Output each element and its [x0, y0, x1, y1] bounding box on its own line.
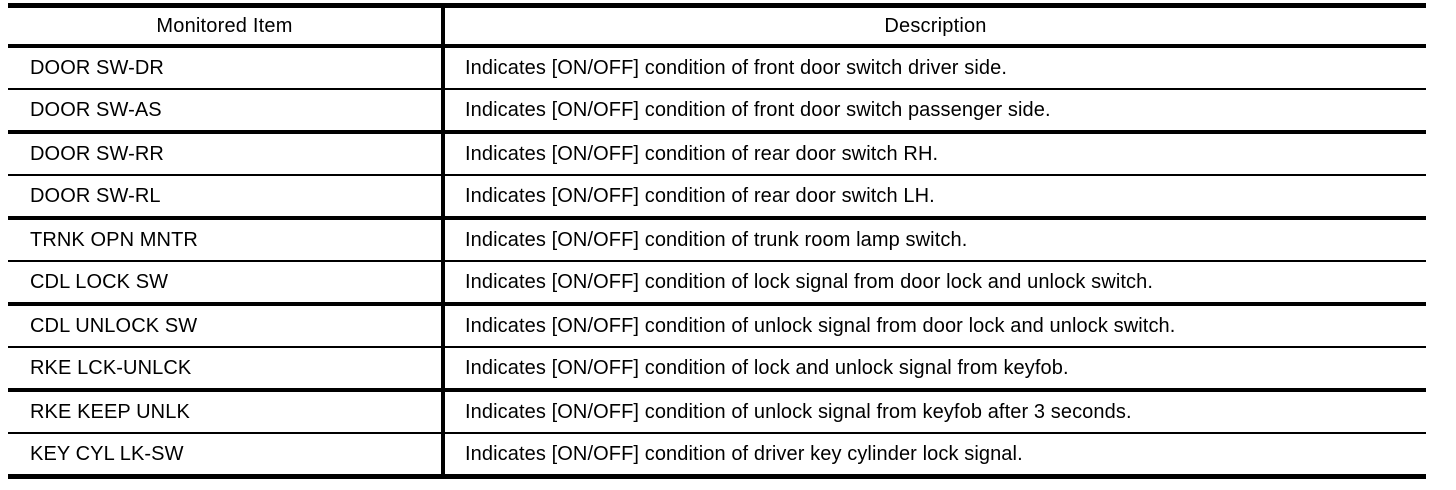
cell-description: Indicates [ON/OFF] condition of unlock s… — [443, 390, 1426, 434]
cell-monitored-item: CDL LOCK SW — [8, 261, 445, 306]
column-header-monitored-item: Monitored Item — [8, 3, 445, 48]
cell-description: Indicates [ON/OFF] condition of lock sig… — [443, 261, 1426, 306]
cell-monitored-item: RKE LCK-UNLCK — [8, 347, 445, 392]
cell-monitored-item: CDL UNLOCK SW — [8, 304, 445, 348]
column-header-description: Description — [443, 3, 1426, 48]
cell-monitored-item: KEY CYL LK-SW — [8, 433, 445, 479]
cell-monitored-item: RKE KEEP UNLK — [8, 390, 445, 434]
cell-description: Indicates [ON/OFF] condition of front do… — [443, 46, 1426, 90]
cell-description: Indicates [ON/OFF] condition of trunk ro… — [443, 218, 1426, 262]
cell-description: Indicates [ON/OFF] condition of rear doo… — [443, 132, 1426, 176]
cell-monitored-item: TRNK OPN MNTR — [8, 218, 445, 262]
cell-monitored-item: DOOR SW-DR — [8, 46, 445, 90]
table-header-row: Monitored Item Description — [8, 3, 1426, 48]
cell-description: Indicates [ON/OFF] condition of front do… — [443, 89, 1426, 134]
cell-description: Indicates [ON/OFF] condition of unlock s… — [443, 304, 1426, 348]
cell-monitored-item: DOOR SW-RL — [8, 175, 445, 220]
cell-description: Indicates [ON/OFF] condition of lock and… — [443, 347, 1426, 392]
table-header: Monitored Item Description — [8, 3, 1426, 48]
cell-monitored-item: DOOR SW-AS — [8, 89, 445, 134]
cell-description: Indicates [ON/OFF] condition of driver k… — [443, 433, 1426, 479]
cell-monitored-item: DOOR SW-RR — [8, 132, 445, 176]
cell-description: Indicates [ON/OFF] condition of rear doo… — [443, 175, 1426, 220]
